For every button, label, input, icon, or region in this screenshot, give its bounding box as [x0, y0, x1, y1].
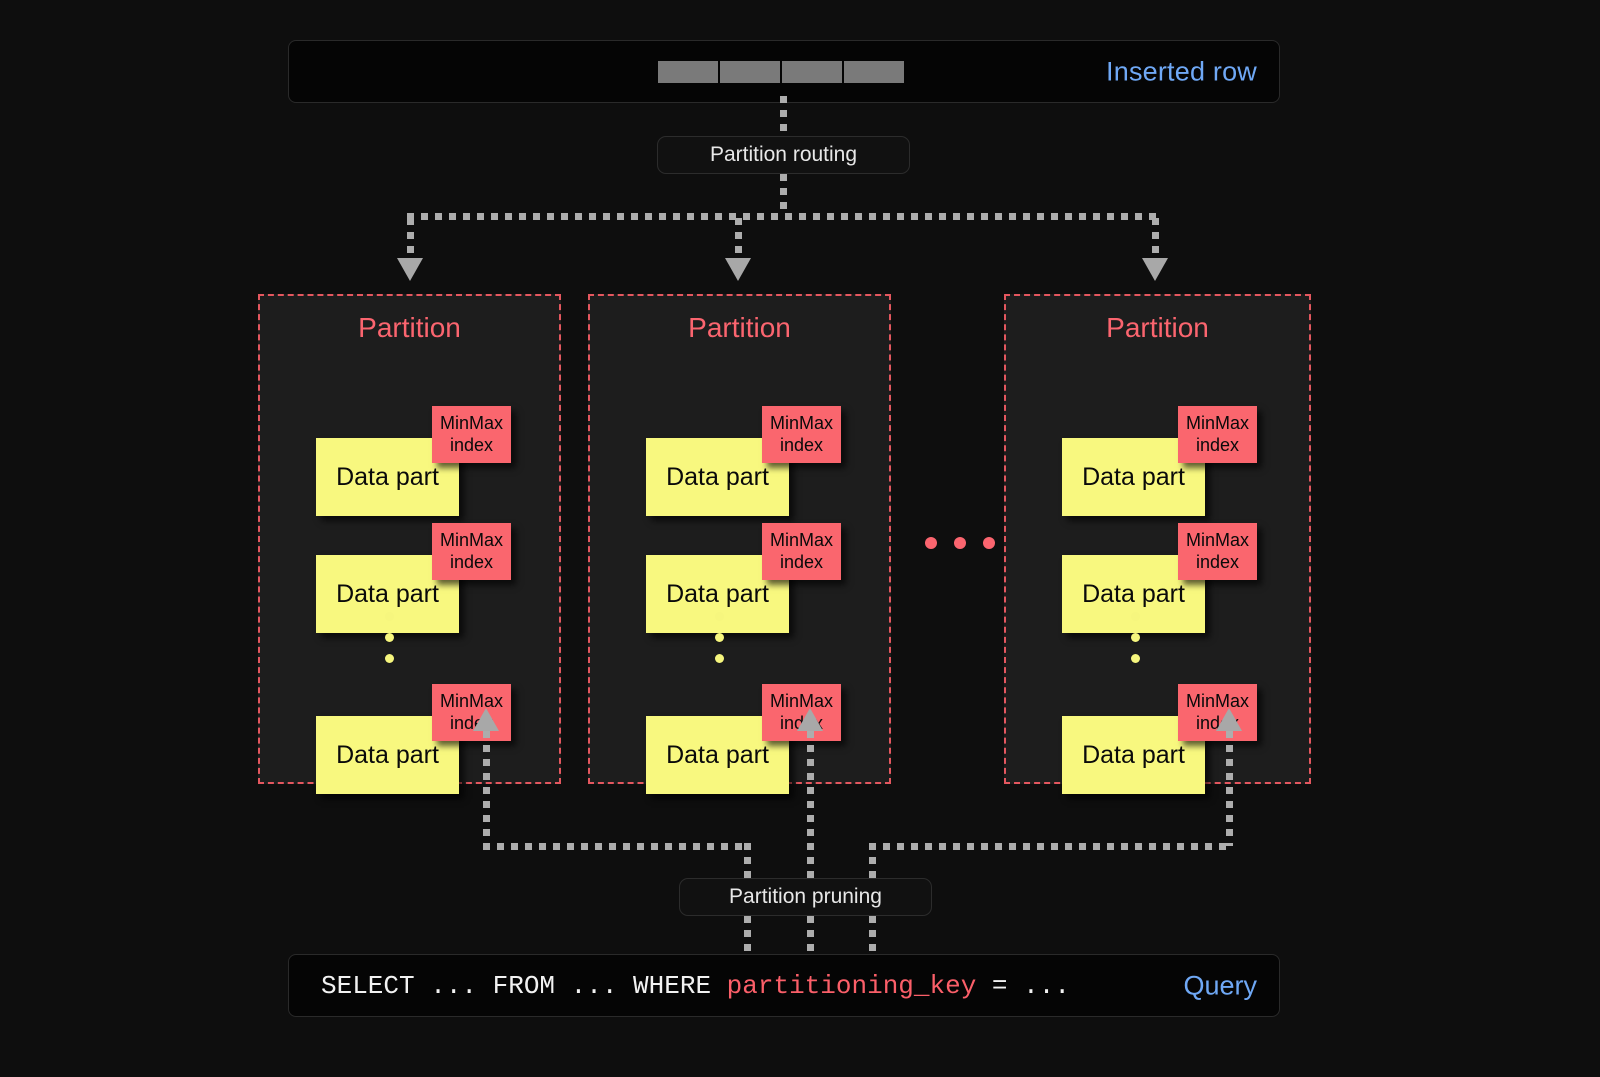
connector-bus-down-left — [744, 843, 751, 879]
data-part-group: Data part MinMax index — [646, 523, 846, 633]
minmax-line-2: index — [449, 551, 494, 572]
connector-bus-to-partition-2 — [1152, 218, 1159, 262]
connector-pruning-to-partition-1 — [807, 731, 814, 878]
arrow-down-partition-0 — [397, 258, 423, 281]
arrow-up-partition-1 — [797, 708, 823, 731]
data-part-box[interactable]: Data part — [316, 716, 459, 794]
data-part-group: Data part MinMax index — [646, 406, 846, 516]
minmax-index-box[interactable]: MinMax index — [432, 406, 511, 463]
data-part-group: Data part MinMax index — [1062, 523, 1262, 633]
query-suffix: = ... — [976, 970, 1070, 1001]
ellipsis-dot — [954, 537, 966, 549]
minmax-line-1: MinMax — [439, 413, 503, 434]
minmax-index-box[interactable]: MinMax index — [762, 406, 841, 463]
ellipsis-dot — [1131, 612, 1140, 621]
ellipsis-dot — [1131, 633, 1140, 642]
connector-routing-to-bus — [780, 174, 787, 216]
minmax-line-1: MinMax — [769, 413, 833, 434]
data-part-group: Data part MinMax index — [316, 523, 516, 633]
connector-pruning-to-query-left — [744, 916, 751, 954]
data-parts-ellipsis — [715, 612, 724, 663]
row-cell — [844, 61, 904, 83]
ellipsis-dot — [1131, 654, 1140, 663]
minmax-line-1: MinMax — [439, 691, 503, 712]
connector-bus-down-right — [869, 843, 876, 879]
arrow-up-partition-2 — [1216, 708, 1242, 731]
minmax-line-1: MinMax — [1185, 691, 1249, 712]
ellipsis-dot — [385, 654, 394, 663]
data-parts-ellipsis — [1131, 612, 1140, 663]
query-label: Query — [1183, 970, 1257, 1000]
connector-pruning-to-query-mid — [807, 916, 814, 954]
minmax-index-box[interactable]: MinMax index — [1178, 523, 1257, 580]
minmax-index-box[interactable]: MinMax index — [432, 684, 511, 741]
data-part-box[interactable]: Data part — [646, 716, 789, 794]
ellipsis-dot — [385, 612, 394, 621]
partition-pruning-label: Partition pruning — [679, 878, 932, 916]
connector-pruning-to-partition-0 — [483, 731, 490, 846]
row-cell — [782, 61, 842, 83]
arrow-down-partition-1 — [725, 258, 751, 281]
ellipsis-dot — [983, 537, 995, 549]
minmax-line-1: MinMax — [769, 530, 833, 551]
query-partitioning-key: partitioning_key — [726, 970, 977, 1001]
partition-box-2[interactable]: Partition Data part MinMax index Data pa… — [1004, 294, 1311, 794]
minmax-line-2: index — [1195, 434, 1240, 455]
inserted-row-cells — [658, 61, 904, 83]
ellipsis-dot — [925, 537, 937, 549]
connector-bus-to-partition-1 — [735, 218, 742, 262]
connector-row-to-routing — [780, 96, 787, 138]
minmax-line-2: index — [779, 551, 824, 572]
connector-bus-to-partition-0 — [407, 218, 414, 262]
partition-routing-label: Partition routing — [657, 136, 910, 174]
minmax-index-box[interactable]: MinMax index — [762, 523, 841, 580]
query-prefix: SELECT ... FROM ... WHERE — [321, 970, 727, 1001]
minmax-line-2: index — [779, 434, 824, 455]
connector-pruning-to-partition-2 — [1226, 731, 1233, 846]
partition-title: Partition — [688, 312, 791, 343]
minmax-line-2: index — [449, 434, 494, 455]
ellipsis-dot — [715, 633, 724, 642]
minmax-line-2: index — [1195, 551, 1240, 572]
inserted-row-bar: Inserted row — [288, 40, 1280, 103]
data-part-group: Data part MinMax index — [316, 406, 516, 516]
data-parts-ellipsis — [385, 612, 394, 663]
data-part-group: Data part MinMax index — [1062, 406, 1262, 516]
minmax-line-1: MinMax — [1185, 413, 1249, 434]
data-part-group: Data part MinMax index — [646, 684, 846, 794]
ellipsis-dot — [385, 633, 394, 642]
partition-box-0[interactable]: Partition Data part MinMax index Data pa… — [258, 294, 561, 794]
partition-box-1[interactable]: Partition Data part MinMax index Data pa… — [588, 294, 891, 794]
pruning-bus-right — [869, 843, 1233, 850]
minmax-line-1: MinMax — [769, 691, 833, 712]
data-part-group: Data part MinMax index — [316, 684, 516, 794]
row-cell — [720, 61, 780, 83]
partitions-ellipsis — [925, 537, 995, 549]
routing-bus-line — [407, 213, 1159, 220]
inserted-row-label: Inserted row — [1106, 56, 1257, 86]
minmax-index-box[interactable]: MinMax index — [1178, 406, 1257, 463]
arrow-down-partition-2 — [1142, 258, 1168, 281]
partition-title: Partition — [358, 312, 461, 343]
query-statement: SELECT ... FROM ... WHERE partitioning_k… — [321, 971, 1070, 1001]
row-cell — [658, 61, 718, 83]
minmax-index-box[interactable]: MinMax index — [762, 684, 841, 741]
ellipsis-dot — [715, 612, 724, 621]
connector-pruning-to-query-right — [869, 916, 876, 954]
minmax-line-1: MinMax — [439, 530, 503, 551]
minmax-index-box[interactable]: MinMax index — [432, 523, 511, 580]
arrow-up-partition-0 — [473, 708, 499, 731]
pruning-bus-left — [483, 843, 749, 850]
partition-title: Partition — [1106, 312, 1209, 343]
minmax-line-1: MinMax — [1185, 530, 1249, 551]
query-bar: SELECT ... FROM ... WHERE partitioning_k… — [288, 954, 1280, 1017]
ellipsis-dot — [715, 654, 724, 663]
